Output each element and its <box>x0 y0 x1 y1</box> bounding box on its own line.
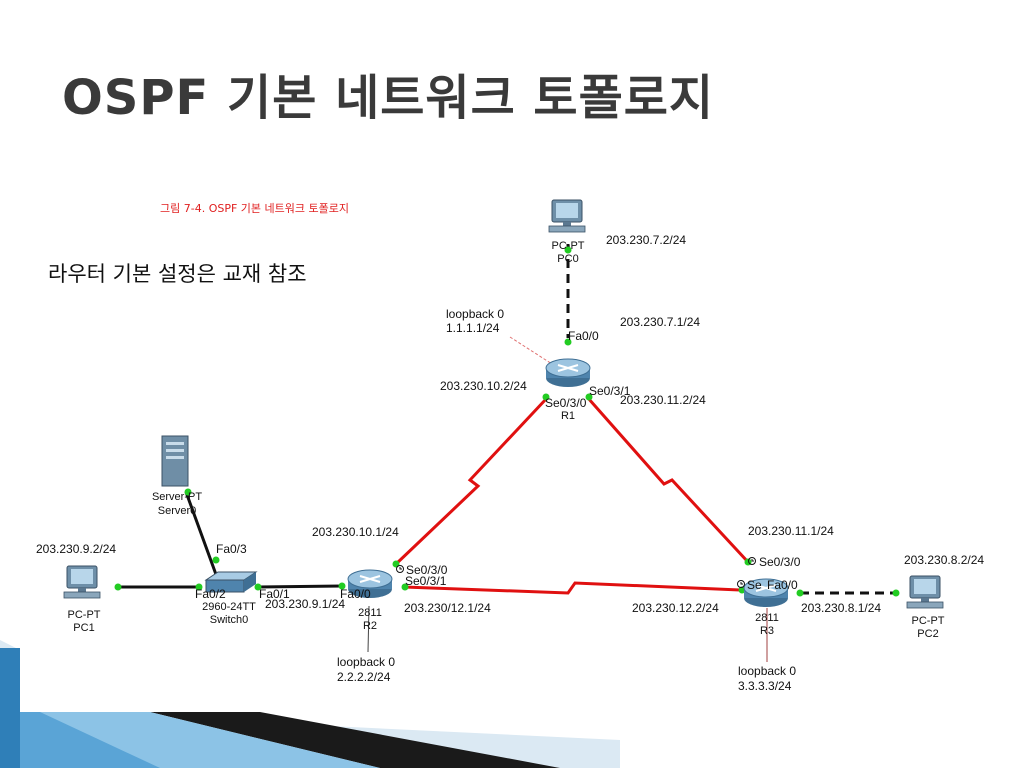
deco-light-wedge <box>40 712 380 768</box>
pc0-name-label: PC0 <box>557 253 578 265</box>
switch0-name-label: Switch0 <box>210 614 249 626</box>
links <box>117 244 896 662</box>
r3-model-label: 2811 <box>755 612 779 624</box>
port-label-r3-se031: Se <box>747 578 762 592</box>
port-dot <box>392 560 400 568</box>
deco-blue-bar <box>0 648 20 768</box>
port-label-r2-se031: Se0/3/1 <box>405 574 447 588</box>
ip-label-r3-se031: 203.230.12.2/24 <box>632 601 719 615</box>
r3-name-label: R3 <box>760 625 774 637</box>
ip-label-pc2: 203.230.8.2/24 <box>904 553 984 567</box>
port-label-r1-fa00: Fa0/0 <box>568 329 599 343</box>
link-r1-r2-serial[interactable] <box>394 396 549 566</box>
pc2-device[interactable] <box>906 575 944 609</box>
link-server0-switch0[interactable] <box>184 491 220 581</box>
port-dot <box>401 583 409 591</box>
loopback-r3-address: 3.3.3.3/24 <box>738 679 792 693</box>
port-dot <box>114 583 122 591</box>
port-dot <box>564 246 572 254</box>
ip-label-r3-fa00: 203.230.8.1/24 <box>801 601 881 615</box>
ip-label-r1-fa00: 203.230.7.1/24 <box>620 315 700 329</box>
r1-device[interactable] <box>545 358 591 388</box>
port-dot <box>254 583 262 591</box>
port-label-r2-se030: Se0/3/0 <box>406 563 448 577</box>
r2-name-label: R2 <box>363 620 377 632</box>
pc0-device[interactable] <box>548 199 586 233</box>
pc2-name-label: PC2 <box>917 628 938 640</box>
clock-icon <box>396 565 404 573</box>
ip-label-r1-se031: 203.230.11.2/24 <box>620 393 706 407</box>
ip-label-pc0: 203.230.7.2/24 <box>606 233 686 247</box>
port-dot <box>796 589 804 597</box>
port-label-r1-se030: Se0/3/0 <box>545 396 587 410</box>
pc0-type-label: PC-PT <box>552 240 585 252</box>
clock-icon <box>748 557 756 565</box>
server-icon-slot <box>166 449 184 452</box>
port-dot <box>212 556 220 564</box>
switch0-type-label: 2960-24TT <box>202 601 256 613</box>
pc-icon <box>906 575 944 609</box>
port-label-r2-fa00: Fa0/0 <box>340 587 371 601</box>
link-r1-r3-serial[interactable] <box>586 397 750 564</box>
port-label-r1-se031: Se0/3/1 <box>589 384 631 398</box>
ip-label-r2-fa00: 203.230.9.1/24 <box>265 597 345 611</box>
deco-dark-wedge <box>150 712 560 768</box>
figure-caption: 그림 7-4. OSPF 기본 네트워크 토폴로지 <box>160 202 349 215</box>
server0-type-label: Server-PT <box>152 491 202 503</box>
port-label-sw-fa01: Fa0/1 <box>259 587 290 601</box>
slide-title: OSPF 기본 네트워크 토폴로지 <box>62 70 715 126</box>
link-r2-r3-serial[interactable] <box>403 581 741 595</box>
port-dot <box>585 393 593 401</box>
port-status-dots <box>114 246 900 597</box>
port-dot <box>564 338 572 346</box>
server0-name-label: Server0 <box>158 505 197 517</box>
pc1-name-label: PC1 <box>73 622 94 634</box>
pc1-device[interactable] <box>63 565 101 599</box>
loopback-r1-address: 1.1.1.1/24 <box>446 321 500 335</box>
ip-label-r3-se030: 203.230.11.1/24 <box>748 524 834 538</box>
ip-label-r2-se030: 203.230.10.1/24 <box>312 525 399 539</box>
loopback-r3-name: loopback 0 <box>738 664 796 678</box>
port-label-sw-fa03: Fa0/3 <box>216 542 247 556</box>
port-label-r3-se030: Se0/3/0 <box>759 555 801 569</box>
pc-icon <box>548 199 586 233</box>
pc2-type-label: PC-PT <box>912 615 945 627</box>
server-icon-slot <box>166 456 184 459</box>
switch0-device[interactable] <box>204 571 258 593</box>
server0-device[interactable] <box>161 435 189 487</box>
ip-label-r2-se031: 203.230/12.1/24 <box>404 601 491 615</box>
r2-model-label: 2811 <box>358 607 382 619</box>
port-label-r3-fa00: Fa0/0 <box>767 578 798 592</box>
ip-label-pc1: 203.230.9.2/24 <box>36 542 116 556</box>
loopback-leader-r2 <box>367 605 370 653</box>
pc-icon <box>63 565 101 599</box>
port-dot <box>338 582 346 590</box>
clock-icon <box>737 580 745 588</box>
server-icon-slot <box>166 442 184 445</box>
loopback-r2-address: 2.2.2.2/24 <box>337 670 391 684</box>
port-dot <box>892 589 900 597</box>
loopback-r1-name: loopback 0 <box>446 307 504 321</box>
router-icon <box>545 358 591 388</box>
switch-icon-side <box>244 572 256 592</box>
link-switch0-r2[interactable] <box>257 584 343 589</box>
port-label-sw-fa02: Fa0/2 <box>195 587 226 601</box>
pc1-type-label: PC-PT <box>68 609 101 621</box>
r1-name-label: R1 <box>561 410 575 422</box>
body-text: 라우터 기본 설정은 교재 참조 <box>48 262 307 286</box>
loopback-r2-name: loopback 0 <box>337 655 395 669</box>
loopback-leader-r1 <box>509 336 553 365</box>
port-dot <box>542 393 550 401</box>
port-dot <box>184 488 192 496</box>
port-dot <box>195 583 203 591</box>
ip-label-r1-se030: 203.230.10.2/24 <box>440 379 527 393</box>
